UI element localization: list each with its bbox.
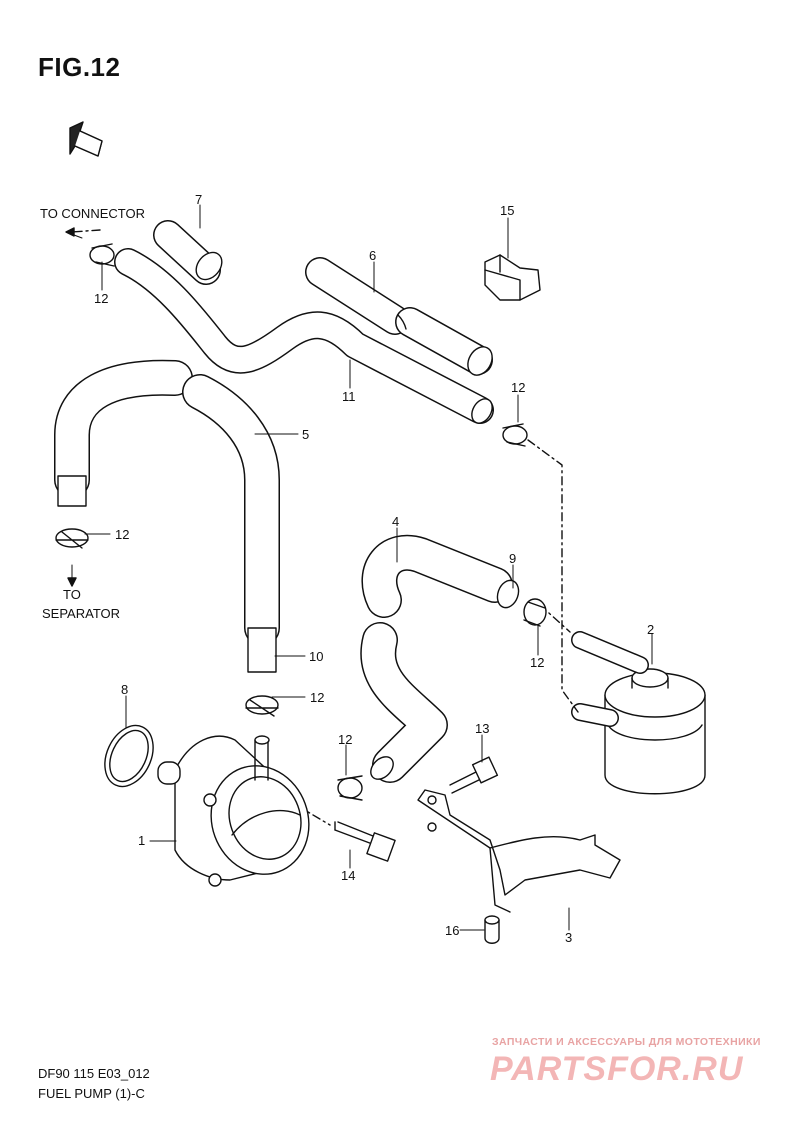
callout-14: 14 <box>341 868 356 883</box>
fwd-arrow-icon <box>69 121 103 157</box>
callout-15: 15 <box>500 203 515 218</box>
callout-10: 10 <box>309 649 324 664</box>
o-ring-8 <box>104 724 154 788</box>
clip-12-b <box>502 423 528 447</box>
to-connector-label: TO CONNECTOR <box>40 206 145 221</box>
bolt-13 <box>449 756 499 794</box>
clip-12-d <box>523 598 547 627</box>
callout-13: 13 <box>475 721 490 736</box>
callout-6: 6 <box>369 248 377 263</box>
callout-7: 7 <box>195 192 203 207</box>
callout-9: 9 <box>509 551 517 566</box>
callout-12-f: 12 <box>338 732 353 747</box>
fuel-filter-2 <box>571 631 706 795</box>
callout-12-b: 12 <box>511 380 526 395</box>
to-separator-label-line1: TO <box>63 587 81 602</box>
callout-5: 5 <box>302 427 310 442</box>
callout-2: 2 <box>647 622 655 637</box>
watermark-tagline: ЗАПЧАСТИ И АКСЕССУАРЫ ДЛЯ МОТОТЕХНИКИ <box>492 1036 761 1048</box>
callout-1: 1 <box>138 833 146 848</box>
clip-12-c <box>55 528 89 549</box>
watermark-logo: PARTSFOR.RU <box>490 1050 744 1088</box>
clip-12-f <box>337 775 363 801</box>
hose-4 <box>360 534 520 783</box>
bolt-14 <box>334 821 396 862</box>
hose-6 <box>305 257 493 376</box>
leader-lines <box>65 204 653 931</box>
callout-12-c: 12 <box>115 527 130 542</box>
figure-title: FIG.12 <box>38 52 121 82</box>
clip-12-e <box>245 695 279 717</box>
hose-5 <box>54 359 280 673</box>
spacer-16 <box>484 915 500 944</box>
callout-4: 4 <box>392 514 400 529</box>
diagram-name: FUEL PUMP (1)-C <box>38 1086 145 1101</box>
diagram-code: DF90 115 E03_012 <box>38 1066 150 1081</box>
clip-15 <box>484 254 541 301</box>
hose-7 <box>153 220 223 285</box>
callout-12-d: 12 <box>530 655 545 670</box>
callout-16: 16 <box>445 923 460 938</box>
to-separator-label-line2: SEPARATOR <box>42 606 121 621</box>
callout-3: 3 <box>565 930 573 945</box>
callout-8: 8 <box>121 682 129 697</box>
direction-arrow-icons <box>65 227 77 587</box>
fuel-pump-1 <box>157 735 310 887</box>
callout-12-a: 12 <box>94 291 109 306</box>
bracket-3 <box>417 789 621 913</box>
callout-11: 11 <box>342 389 356 404</box>
hose-11 <box>114 248 494 424</box>
callout-12-e: 12 <box>310 690 325 705</box>
